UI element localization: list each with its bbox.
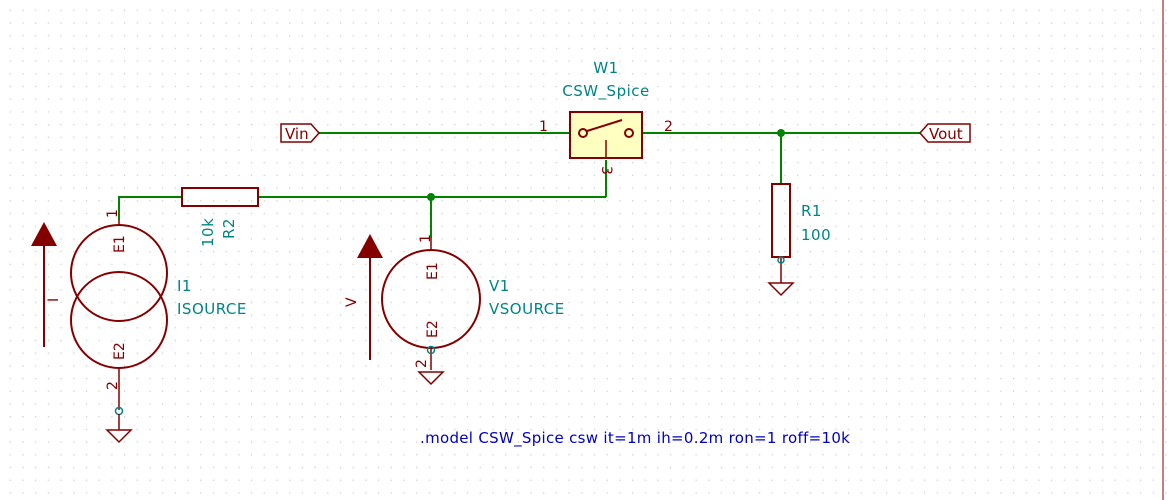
i1-e2-label: E2 xyxy=(112,342,128,360)
r2-reference: R2 xyxy=(220,218,238,239)
i1-direction-label: I xyxy=(46,298,62,302)
w1-pin-2: 2 xyxy=(664,119,673,135)
i1-reference: I1 xyxy=(177,277,192,295)
i1-e1-label: E1 xyxy=(112,235,128,253)
label-vout[interactable]: Vout xyxy=(918,123,971,143)
switch-w1[interactable]: W1 CSW_Spice 1 2 3 xyxy=(539,59,673,175)
v1-value: VSOURCE xyxy=(489,300,565,318)
ground-symbol-i1 xyxy=(105,429,133,444)
w1-pin-1: 1 xyxy=(539,119,548,135)
v1-pin-1: 1 xyxy=(418,234,434,243)
v1-direction-label: V xyxy=(344,297,360,307)
voltage-source-v1[interactable]: 1 2 E1 E2 V1 VSOURCE xyxy=(381,234,565,370)
r1-reference: R1 xyxy=(801,202,822,220)
w1-value: CSW_Spice xyxy=(562,82,650,101)
junction-dot xyxy=(427,193,435,201)
i1-pin-1: 1 xyxy=(105,209,121,218)
v1-direction-arrow: V xyxy=(344,234,383,360)
current-source-i1[interactable]: 1 2 E1 E2 I1 ISOURCE xyxy=(70,209,247,430)
ground-symbol-r1 xyxy=(767,282,795,297)
label-vin-text: Vin xyxy=(285,125,309,143)
junction-dot xyxy=(777,129,785,137)
resistor-r2[interactable]: 10k R2 xyxy=(181,187,259,247)
r2-value: 10k xyxy=(199,218,217,247)
wire-i1-to-r2[interactable] xyxy=(118,196,182,220)
label-vin[interactable]: Vin xyxy=(280,123,321,143)
label-vout-text: Vout xyxy=(929,125,963,143)
ground-symbol-v1 xyxy=(417,371,445,386)
v1-pin-2: 2 xyxy=(414,359,430,368)
w1-reference: W1 xyxy=(593,59,618,77)
resistor-r1[interactable]: R1 100 xyxy=(771,183,831,283)
v1-e2-label: E2 xyxy=(425,320,441,338)
r1-value: 100 xyxy=(801,226,831,244)
v1-e1-label: E1 xyxy=(425,262,441,280)
v1-reference: V1 xyxy=(489,277,510,295)
i1-value: ISOURCE xyxy=(177,300,247,318)
spice-model-directive[interactable]: .model CSW_Spice csw it=1m ih=0.2m ron=1… xyxy=(420,429,850,448)
w1-pin-3: 3 xyxy=(598,166,614,175)
i1-pin-2: 2 xyxy=(105,381,121,390)
i1-direction-arrow: I xyxy=(31,222,62,347)
